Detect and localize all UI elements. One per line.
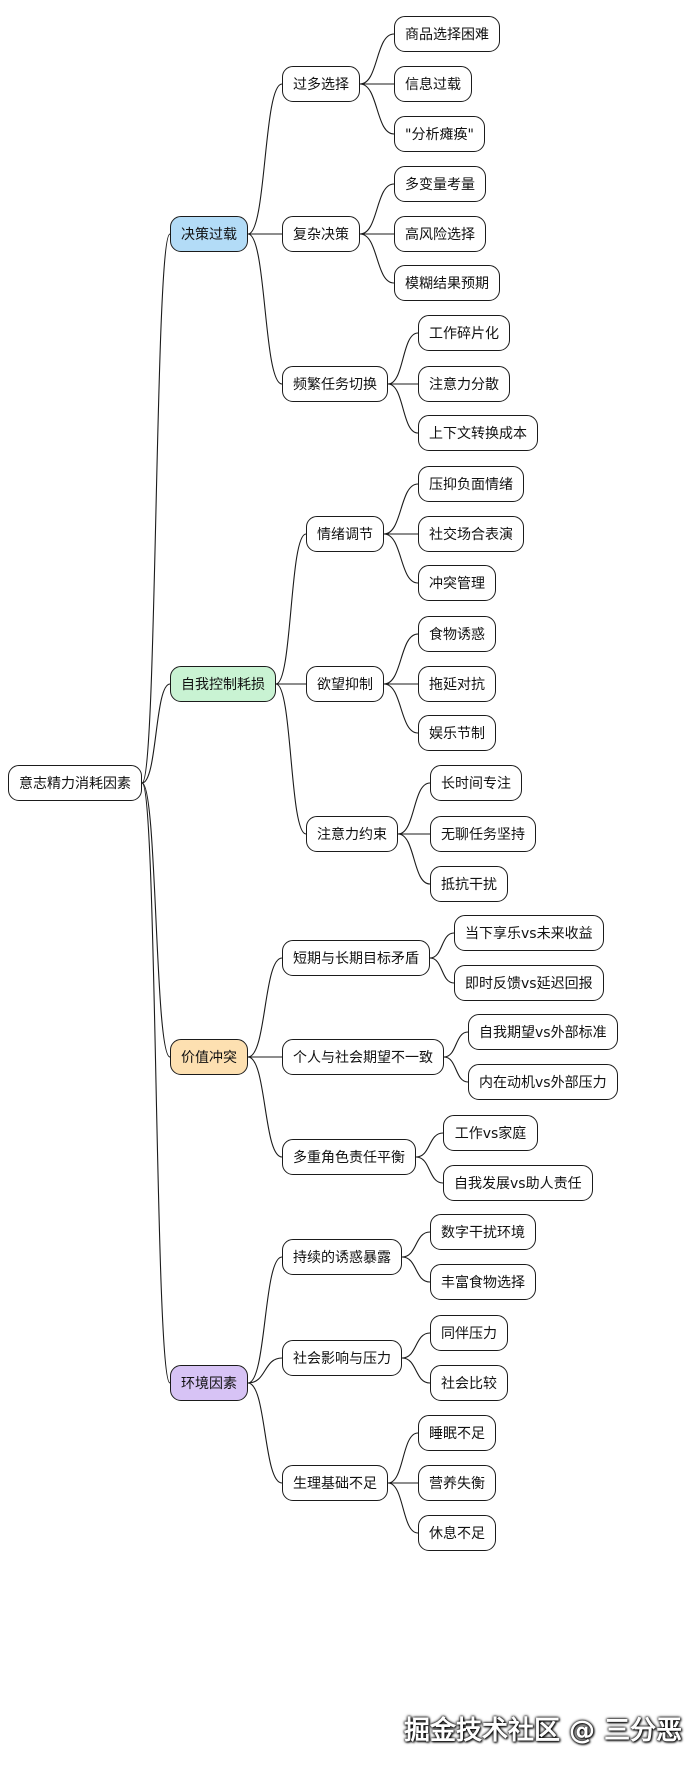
leaf-node: 抵抗干扰 <box>430 866 508 902</box>
leaf-node: 社交场合表演 <box>418 516 524 552</box>
sub-leaf-edge <box>397 782 431 835</box>
branch-sub-edge <box>247 957 283 1058</box>
branch-node: 价值冲突 <box>170 1039 248 1075</box>
leaf-node: 长时间专注 <box>430 765 522 801</box>
root-branch-edge <box>141 683 171 784</box>
sub-node: 社会影响与压力 <box>282 1340 402 1376</box>
leaf-node: 丰富食物选择 <box>430 1264 536 1300</box>
sub-node: 频繁任务切换 <box>282 366 388 402</box>
sub-node: 生理基础不足 <box>282 1465 388 1501</box>
sub-node: 过多选择 <box>282 66 360 102</box>
branch-node: 环境因素 <box>170 1365 248 1401</box>
leaf-node: 社会比较 <box>430 1365 508 1401</box>
sub-leaf-edge <box>429 957 455 984</box>
branch-node: 决策过载 <box>170 216 248 252</box>
leaf-node: 无聊任务坚持 <box>430 816 536 852</box>
sub-node: 复杂决策 <box>282 216 360 252</box>
leaf-node: 拖延对抗 <box>418 666 496 702</box>
leaf-node: 上下文转换成本 <box>418 415 538 451</box>
sub-leaf-edge <box>383 683 419 734</box>
leaf-node: 高风险选择 <box>394 216 486 252</box>
leaf-node: 信息过载 <box>394 66 472 102</box>
sub-node: 欲望抑制 <box>306 666 384 702</box>
leaf-node: 即时反馈vs延迟回报 <box>454 965 604 1001</box>
sub-leaf-edge <box>359 83 395 135</box>
branch-sub-edge <box>247 83 283 235</box>
sub-leaf-edge <box>429 932 455 959</box>
sub-leaf-edge <box>383 483 419 535</box>
sub-node: 注意力约束 <box>306 816 398 852</box>
sub-node: 情绪调节 <box>306 516 384 552</box>
leaf-node: 工作vs家庭 <box>443 1115 538 1151</box>
sub-leaf-edge <box>387 1432 419 1484</box>
branch-sub-edge <box>247 1256 283 1384</box>
branch-sub-edge <box>275 683 307 835</box>
leaf-node: 同伴压力 <box>430 1315 508 1351</box>
leaf-node: 自我发展vs助人责任 <box>443 1165 593 1201</box>
leaf-node: 模糊结果预期 <box>394 265 500 301</box>
sub-leaf-edge <box>359 233 395 284</box>
leaf-node: 压抑负面情绪 <box>418 466 524 502</box>
branch-sub-edge <box>247 1357 283 1384</box>
sub-node: 持续的诱惑暴露 <box>282 1239 402 1275</box>
sub-leaf-edge <box>359 33 395 85</box>
sub-leaf-edge <box>401 1332 431 1359</box>
branch-sub-edge <box>275 533 307 685</box>
root-node: 意志精力消耗因素 <box>8 765 142 801</box>
sub-leaf-edge <box>401 1357 431 1384</box>
branch-node: 自我控制耗损 <box>170 666 276 702</box>
sub-leaf-edge <box>401 1231 431 1258</box>
sub-leaf-edge <box>387 383 419 434</box>
branch-sub-edge <box>247 233 283 385</box>
leaf-node: 数字干扰环境 <box>430 1214 536 1250</box>
leaf-node: 休息不足 <box>418 1515 496 1551</box>
watermark: 掘金技术社区 @ 三分恶 <box>404 1716 683 1746</box>
leaf-node: 冲突管理 <box>418 565 496 601</box>
sub-leaf-edge <box>397 833 431 885</box>
branch-sub-edge <box>247 1056 283 1158</box>
sub-node: 短期与长期目标矛盾 <box>282 940 430 976</box>
sub-leaf-edge <box>387 1482 419 1534</box>
sub-leaf-edge <box>387 332 419 385</box>
leaf-node: 工作碎片化 <box>418 315 510 351</box>
leaf-node: "分析瘫痪" <box>394 116 485 152</box>
leaf-node: 营养失衡 <box>418 1465 496 1501</box>
leaf-node: 内在动机vs外部压力 <box>468 1064 618 1100</box>
root-branch-edge <box>141 782 171 1384</box>
leaf-node: 注意力分散 <box>418 366 510 402</box>
root-branch-edge <box>141 233 171 784</box>
sub-leaf-edge <box>415 1156 444 1184</box>
leaf-node: 食物诱惑 <box>418 616 496 652</box>
sub-leaf-edge <box>383 633 419 685</box>
sub-node: 多重角色责任平衡 <box>282 1139 416 1175</box>
sub-leaf-edge <box>443 1031 469 1058</box>
sub-leaf-edge <box>415 1132 444 1158</box>
leaf-node: 自我期望vs外部标准 <box>468 1014 618 1050</box>
leaf-node: 当下享乐vs未来收益 <box>454 915 604 951</box>
leaf-node: 商品选择困难 <box>394 16 500 52</box>
leaf-node: 多变量考量 <box>394 166 486 202</box>
sub-leaf-edge <box>401 1256 431 1283</box>
sub-leaf-edge <box>383 533 419 584</box>
leaf-node: 睡眠不足 <box>418 1415 496 1451</box>
sub-leaf-edge <box>359 183 395 235</box>
branch-sub-edge <box>247 1382 283 1484</box>
root-branch-edge <box>141 782 171 1058</box>
sub-leaf-edge <box>443 1056 469 1083</box>
leaf-node: 娱乐节制 <box>418 715 496 751</box>
sub-node: 个人与社会期望不一致 <box>282 1039 444 1075</box>
